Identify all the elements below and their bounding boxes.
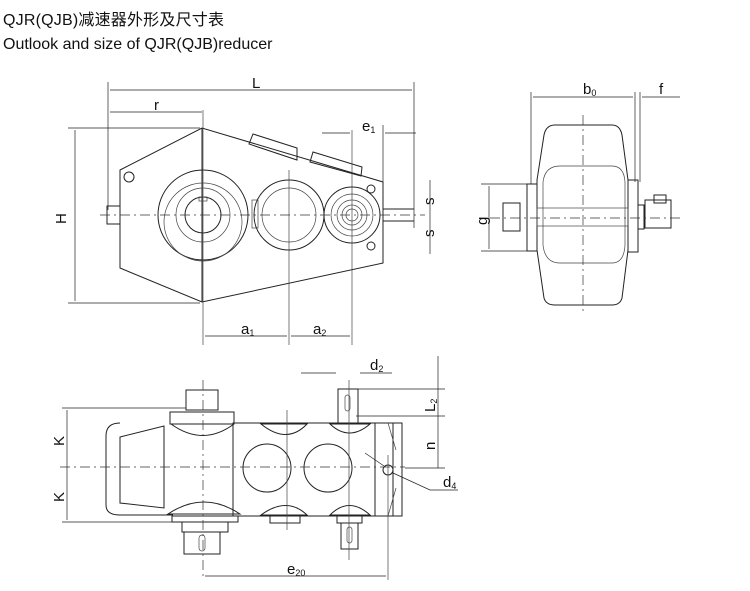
dim-d4-leader-2 <box>392 472 458 491</box>
gear-link <box>251 199 259 229</box>
bottom-bearing-flange <box>171 515 239 523</box>
side-shaft <box>536 207 629 227</box>
dim-a1-label: a1 <box>241 321 254 338</box>
input-key-bottom <box>346 526 353 544</box>
dim-n-label: n <box>422 442 439 450</box>
top-output-nut <box>185 389 219 411</box>
dim-e1-label: e1 <box>362 118 375 135</box>
mount-hole-right-top <box>366 184 376 194</box>
dim-f-label: f <box>659 81 664 98</box>
top-housing-end <box>374 422 403 517</box>
bottom-bearing-dome-input <box>328 505 372 516</box>
side-coupling <box>637 204 645 230</box>
side-view: b0 f g <box>474 81 680 312</box>
side-flange-right <box>627 179 639 253</box>
mount-hole-left <box>123 171 135 183</box>
top-bearing-dome-output <box>170 423 235 436</box>
dim-d4-label: d4 <box>443 474 456 491</box>
top-bearing-dome-input <box>328 423 372 434</box>
dim-s-bottom-label: s <box>421 230 438 238</box>
side-nut <box>502 202 521 232</box>
side-motor <box>644 199 672 229</box>
inspection-cover-1 <box>248 133 298 161</box>
top-bearing-dome-mid <box>259 423 309 435</box>
input-shaft-top <box>337 388 359 425</box>
dim-r-label: r <box>154 97 159 114</box>
dim-s-top-label: s <box>421 198 438 206</box>
top-view: K K d2 L2 n d4 e20 <box>51 356 458 580</box>
output-shaft-bottom <box>183 531 221 555</box>
end-chamfer-top <box>387 422 397 451</box>
side-motor-box <box>653 194 667 204</box>
dim-L-label: L <box>252 75 260 92</box>
input-key-top <box>344 394 351 412</box>
dim-g-label: g <box>474 217 491 225</box>
title-english: Outlook and size of QJR(QJB)reducer <box>3 36 273 53</box>
side-inner <box>542 165 626 264</box>
mount-hole-right-bottom <box>366 241 376 251</box>
top-housing-outer <box>105 422 173 516</box>
dim-K-top-label: K <box>51 436 68 446</box>
dim-H-label: H <box>53 213 70 224</box>
side-housing <box>536 124 629 306</box>
bottom-bearing-dome-output <box>166 501 242 515</box>
bottom-mid-cap <box>269 514 301 524</box>
dim-L2-label: L2 <box>422 399 439 412</box>
bottom-bearing-dome-mid <box>259 505 309 516</box>
dim-K-bottom-label: K <box>51 492 68 502</box>
front-view: L r H e1 s s a1 a2 <box>53 75 438 345</box>
bottom-bearing-collar <box>181 521 229 533</box>
side-flange-left <box>526 183 538 252</box>
input-shaft-bottom <box>340 522 359 550</box>
dim-a2-label: a2 <box>313 321 326 338</box>
top-bearing-cap-output <box>169 411 235 425</box>
dim-d2-label: d2 <box>370 357 383 374</box>
end-chamfer-bottom <box>387 487 397 517</box>
dim-e20-label: e20 <box>287 561 305 578</box>
top-gear-circle-1 <box>242 443 292 493</box>
title-chinese: QJR(QJB)减速器外形及尺寸表 <box>3 12 225 29</box>
top-housing-body <box>232 422 394 517</box>
output-key-bottom <box>198 534 206 552</box>
dim-b0-label: b0 <box>583 81 596 98</box>
dim-d4-leader-1 <box>364 452 385 467</box>
inspection-cover-2 <box>309 151 363 177</box>
top-gear-circle-2 <box>303 443 353 493</box>
